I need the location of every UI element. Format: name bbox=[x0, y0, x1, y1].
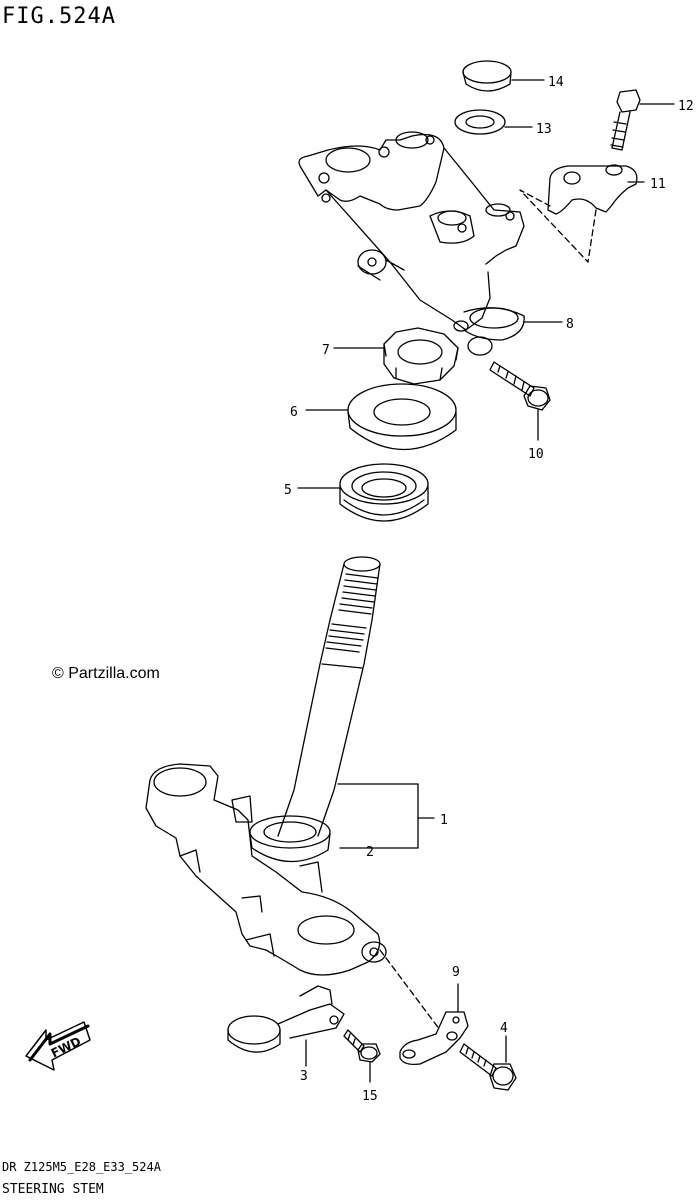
part-7-steering-nut[interactable] bbox=[383, 327, 459, 385]
part-5-bearing[interactable] bbox=[339, 463, 429, 522]
assembly-line-11 bbox=[519, 189, 597, 263]
callout-7: 7 bbox=[322, 343, 330, 358]
callout-12: 12 bbox=[678, 99, 694, 114]
callout-10: 10 bbox=[528, 447, 544, 462]
copyright-watermark: © Partzilla.com bbox=[52, 665, 160, 682]
part-6-dust-seal[interactable] bbox=[347, 383, 457, 451]
callout-9: 9 bbox=[452, 965, 460, 980]
callout-5: 5 bbox=[284, 483, 292, 498]
callout-14: 14 bbox=[548, 75, 564, 90]
part-11-handlebar-holder[interactable] bbox=[547, 164, 638, 215]
callout-8: 8 bbox=[566, 317, 574, 332]
part-14-cap[interactable] bbox=[462, 60, 512, 92]
callout-13: 13 bbox=[536, 122, 552, 137]
callout-4: 4 bbox=[500, 1021, 508, 1036]
assembly-line-9 bbox=[379, 949, 441, 1031]
part-1-steering-stem[interactable] bbox=[277, 556, 381, 837]
part-13-washer[interactable] bbox=[454, 109, 506, 135]
part-12-bolt[interactable] bbox=[610, 89, 641, 151]
callout-15: 15 bbox=[362, 1089, 378, 1104]
part-9-guide-plate[interactable] bbox=[399, 1011, 469, 1066]
part-4-bolt[interactable] bbox=[459, 1043, 517, 1091]
part-8-upper-bracket[interactable] bbox=[298, 131, 525, 356]
part-10-bolt[interactable] bbox=[489, 361, 551, 411]
diagram-caption: STEERING STEM bbox=[2, 1182, 104, 1197]
part-3-hose-clamp[interactable] bbox=[227, 985, 345, 1053]
part-15-bolt[interactable] bbox=[343, 1029, 381, 1063]
drawing-code: DR Z125M5_E28_E33_524A bbox=[2, 1160, 161, 1174]
part-2-lower-bearing[interactable] bbox=[249, 815, 331, 863]
bracket-leader-1-2 bbox=[337, 783, 419, 849]
figure-title: FIG.524A bbox=[2, 4, 116, 29]
callout-2: 2 bbox=[366, 845, 374, 860]
callout-6: 6 bbox=[290, 405, 298, 420]
callout-3: 3 bbox=[300, 1069, 308, 1084]
lower-bracket[interactable] bbox=[145, 763, 387, 976]
fwd-arrow-icon: FWD bbox=[25, 1021, 91, 1071]
callout-1: 1 bbox=[440, 813, 448, 828]
callout-11: 11 bbox=[650, 177, 666, 192]
